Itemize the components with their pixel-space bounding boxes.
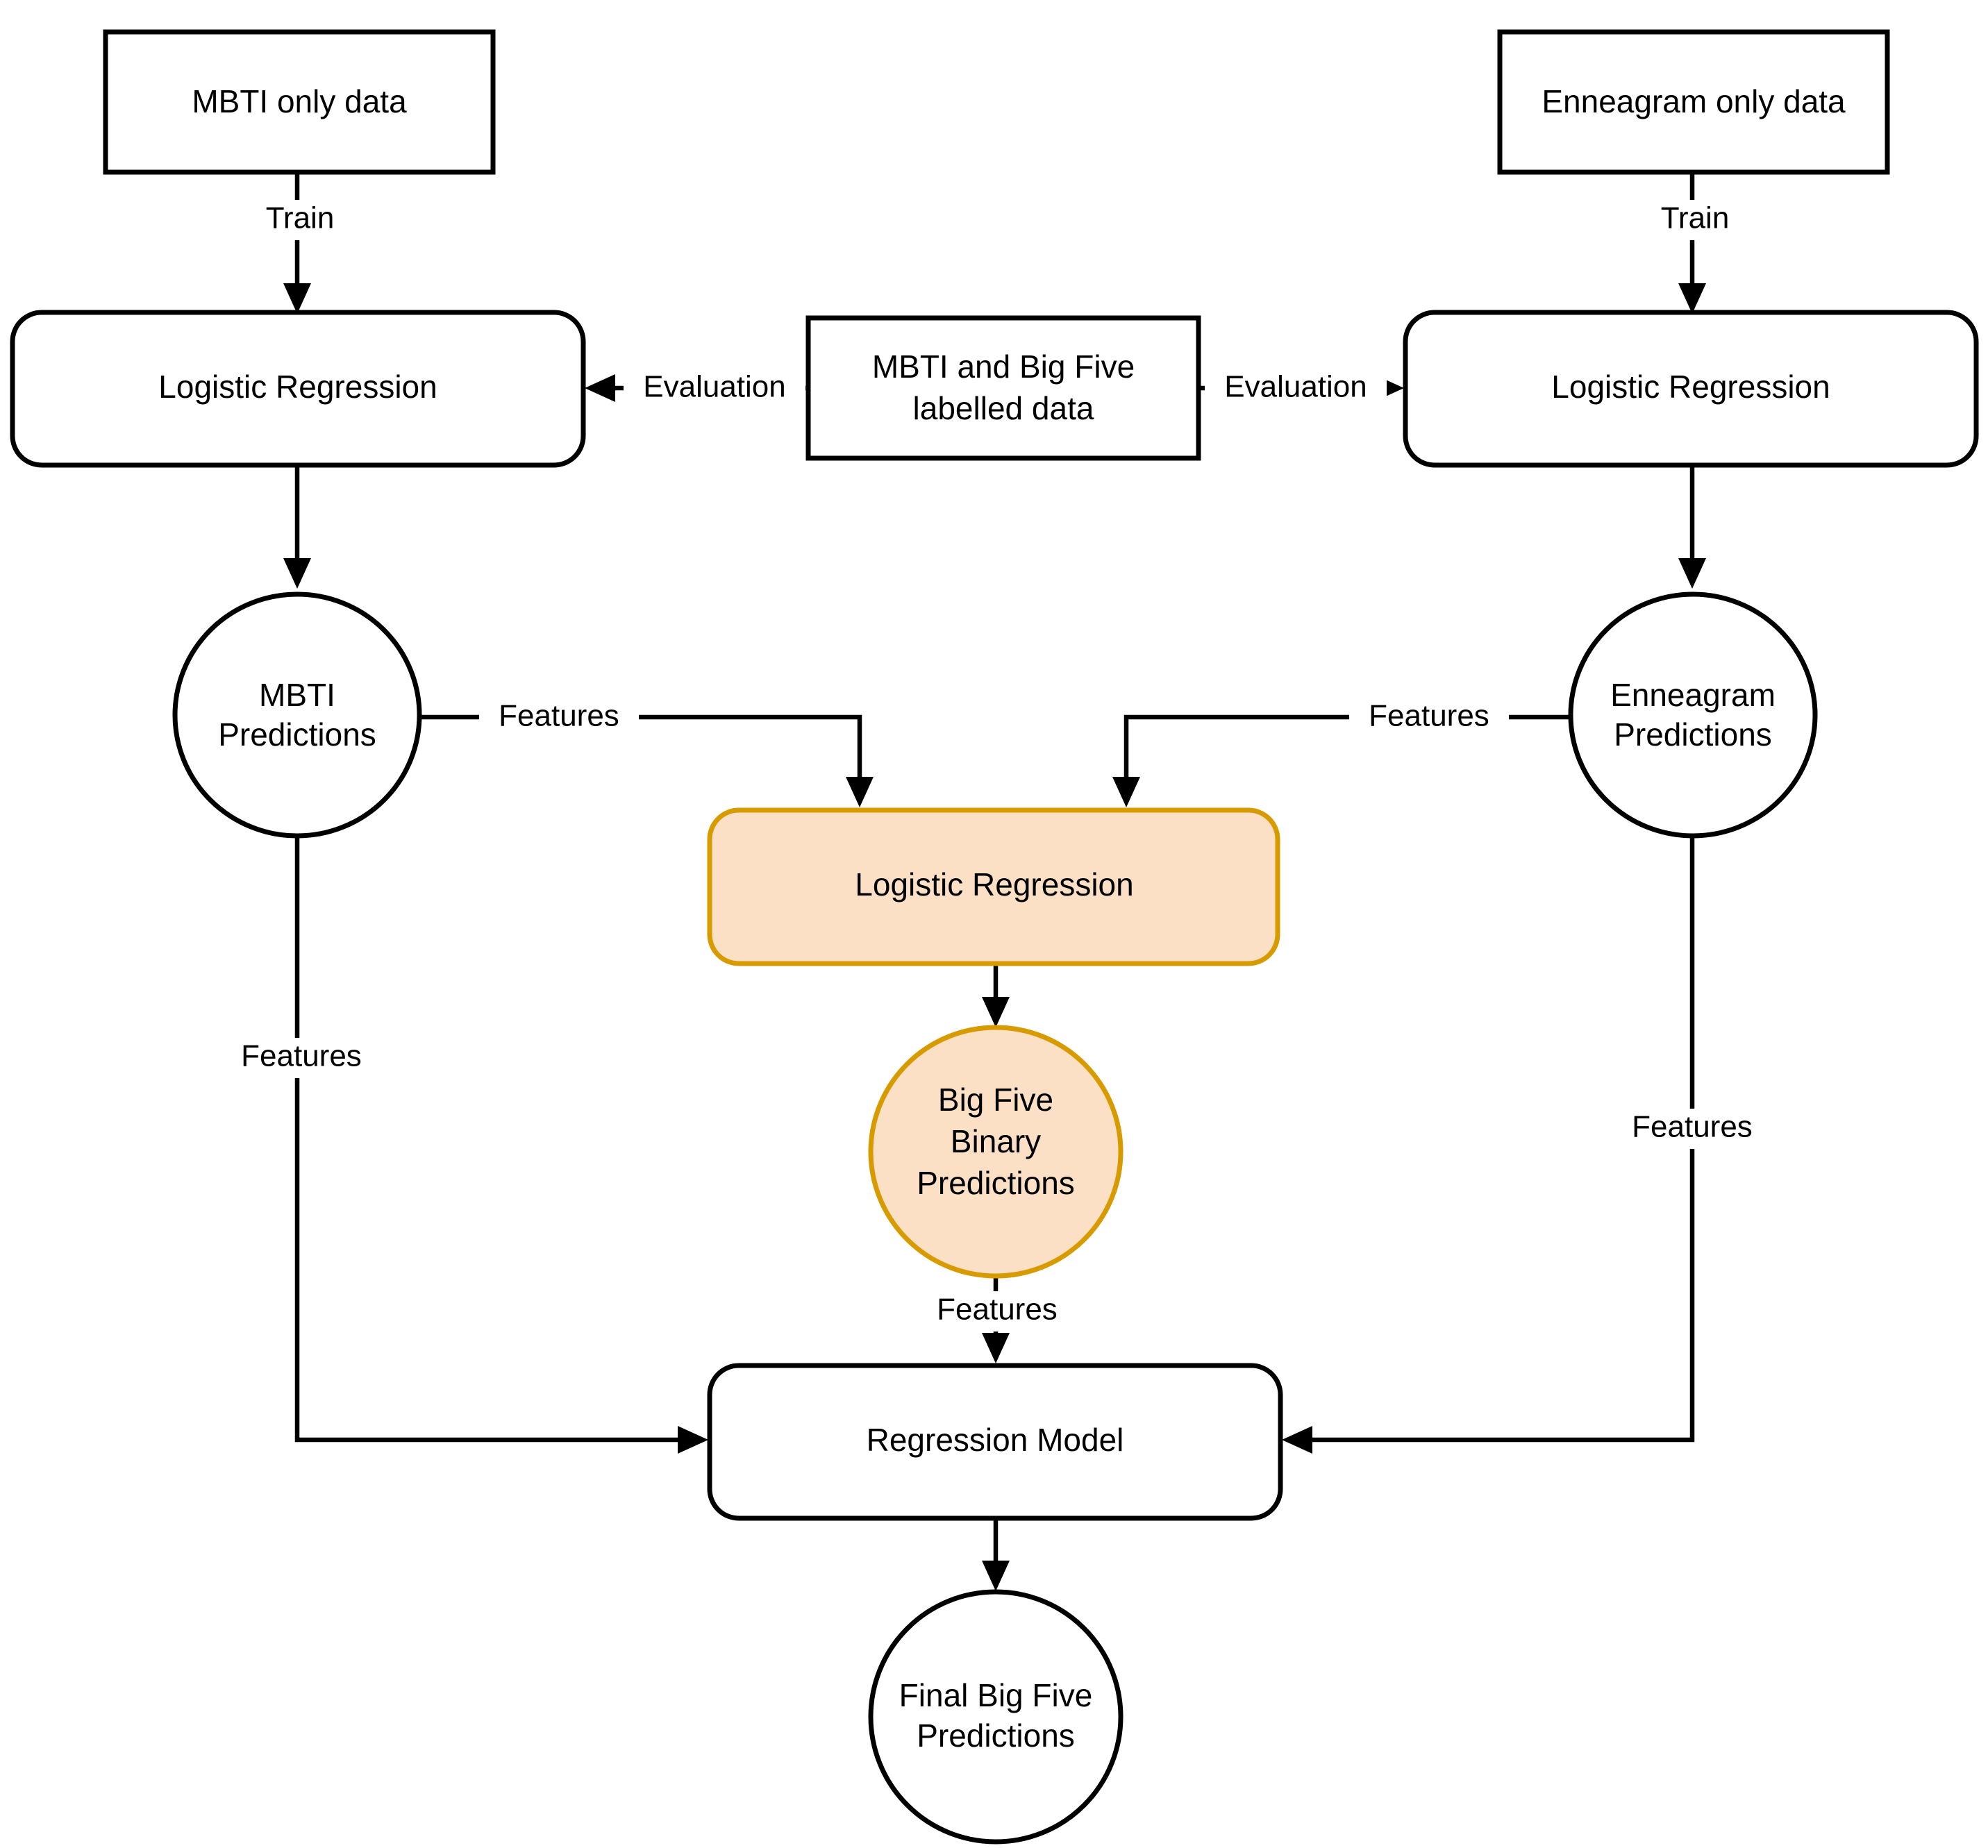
edge-label-features-mbti-regmodel: Features bbox=[241, 1039, 362, 1073]
edge-label-backdrop bbox=[1645, 200, 1753, 240]
edge-label-features-mbti-center: Features bbox=[499, 699, 619, 733]
edge-label-evaluation-right: Evaluation bbox=[1224, 370, 1367, 404]
edge-evaluation-left: Evaluation bbox=[585, 369, 807, 409]
edge-label-backdrop bbox=[250, 200, 358, 240]
node-label-final-big-five-line2: Predictions bbox=[917, 1717, 1075, 1754]
node-label-labelled-data-line1: MBTI and Big Five bbox=[872, 348, 1135, 385]
edge-line bbox=[294, 836, 694, 1443]
node-label-logistic-regression-right: Logistic Regression bbox=[1551, 369, 1830, 405]
node-enneagram-only-data[interactable]: Enneagram only data bbox=[1497, 29, 1890, 175]
node-label-mbti-predictions-line2: Predictions bbox=[218, 716, 376, 753]
node-shape-rectangle bbox=[103, 29, 496, 175]
edge-label-features-bigfive-regmodel: Features bbox=[937, 1293, 1058, 1327]
node-logistic-regression-right[interactable]: Logistic Regression bbox=[1403, 310, 1979, 468]
edge-regmodel-to-final bbox=[982, 1517, 1010, 1591]
node-logistic-regression-left[interactable]: Logistic Regression bbox=[10, 310, 586, 468]
node-shape-rounded-rectangle bbox=[707, 807, 1280, 966]
node-shape-ellipse bbox=[868, 1589, 1124, 1845]
node-shape-ellipse bbox=[868, 1025, 1124, 1279]
edge-line bbox=[1296, 836, 1695, 1443]
node-shape-ellipse bbox=[172, 591, 422, 839]
edge-label-backdrop bbox=[624, 369, 805, 409]
arrowhead-icon bbox=[1282, 1426, 1312, 1454]
edge-center-lr-to-bigfive bbox=[982, 965, 1010, 1027]
node-label-big-five-binary-line2: Binary bbox=[951, 1123, 1041, 1159]
edge-label-backdrop bbox=[1205, 369, 1387, 409]
node-label-labelled-data-line2: labelled data bbox=[913, 390, 1094, 426]
node-final-big-five-predictions[interactable]: Final Big Five Predictions bbox=[868, 1589, 1124, 1845]
node-shape-rectangle bbox=[805, 315, 1201, 461]
node-shape-rounded-rectangle bbox=[707, 1363, 1283, 1521]
edge-label-features-enn-center: Features bbox=[1369, 699, 1489, 733]
edge-train-right: Train bbox=[1645, 172, 1753, 314]
node-shape-rounded-rectangle bbox=[1403, 310, 1979, 468]
node-label-mbti-only-data: MBTI only data bbox=[192, 83, 407, 119]
arrowhead-icon bbox=[283, 283, 311, 314]
node-label-mbti-predictions-line1: MBTI bbox=[259, 677, 335, 713]
arrowhead-icon bbox=[982, 1333, 1010, 1363]
edge-label-train-left: Train bbox=[266, 201, 335, 235]
arrowhead-icon bbox=[982, 997, 1010, 1027]
edge-label-backdrop bbox=[479, 698, 639, 738]
edge-lr-left-to-mbti-pred bbox=[283, 465, 311, 589]
node-label-big-five-binary-line1: Big Five bbox=[938, 1082, 1053, 1118]
edge-features-enn-to-center: Features bbox=[1112, 698, 1571, 807]
node-label-regression-model: Regression Model bbox=[867, 1422, 1124, 1458]
edge-features-mbti-to-regmodel: Features bbox=[221, 836, 708, 1454]
edge-label-backdrop bbox=[917, 1291, 1078, 1332]
edge-label-evaluation-left: Evaluation bbox=[643, 370, 785, 404]
edge-label-backdrop bbox=[1349, 698, 1509, 738]
edge-train-left: Train bbox=[250, 172, 358, 314]
node-label-enneagram-predictions-line2: Predictions bbox=[1614, 716, 1772, 753]
edge-lr-right-to-enn-pred bbox=[1678, 465, 1706, 589]
node-label-enneagram-predictions-line1: Enneagram bbox=[1610, 677, 1776, 713]
edge-label-train-right: Train bbox=[1661, 201, 1730, 235]
edge-evaluation-right: Evaluation bbox=[1200, 369, 1404, 409]
arrowhead-icon bbox=[585, 374, 615, 402]
edge-features-bigfive-to-regmodel: Features bbox=[917, 1276, 1078, 1363]
arrowhead-icon bbox=[283, 558, 311, 589]
arrowhead-icon bbox=[1678, 283, 1706, 314]
node-enneagram-predictions[interactable]: Enneagram Predictions bbox=[1568, 591, 1818, 839]
edge-features-mbti-to-center: Features bbox=[419, 698, 874, 807]
node-labelled-data[interactable]: MBTI and Big Five labelled data bbox=[805, 315, 1201, 461]
node-label-enneagram-only-data: Enneagram only data bbox=[1542, 83, 1846, 119]
arrowhead-icon bbox=[982, 1561, 1010, 1591]
node-shape-rounded-rectangle bbox=[10, 310, 586, 468]
arrowhead-icon bbox=[678, 1426, 708, 1454]
arrowhead-icon bbox=[846, 777, 874, 807]
node-label-big-five-binary-line3: Predictions bbox=[917, 1165, 1075, 1201]
edge-features-enn-to-regmodel: Features bbox=[1282, 836, 1773, 1454]
node-label-logistic-regression-left: Logistic Regression bbox=[158, 369, 437, 405]
node-big-five-binary-predictions[interactable]: Big Five Binary Predictions bbox=[868, 1025, 1124, 1279]
arrowhead-icon bbox=[1678, 558, 1706, 589]
edge-label-backdrop bbox=[1612, 1109, 1773, 1149]
edge-label-backdrop bbox=[221, 1038, 382, 1078]
node-label-final-big-five-line1: Final Big Five bbox=[899, 1677, 1093, 1713]
node-mbti-predictions[interactable]: MBTI Predictions bbox=[172, 591, 422, 839]
arrowhead-icon bbox=[1112, 777, 1140, 807]
node-shape-ellipse bbox=[1568, 591, 1818, 839]
node-label-logistic-regression-center: Logistic Regression bbox=[855, 866, 1133, 902]
node-shape-rectangle bbox=[1497, 29, 1890, 175]
node-logistic-regression-center[interactable]: Logistic Regression bbox=[707, 807, 1280, 966]
node-mbti-only-data[interactable]: MBTI only data bbox=[103, 29, 496, 175]
node-regression-model[interactable]: Regression Model bbox=[707, 1363, 1283, 1521]
edge-label-features-enn-regmodel: Features bbox=[1632, 1110, 1753, 1144]
